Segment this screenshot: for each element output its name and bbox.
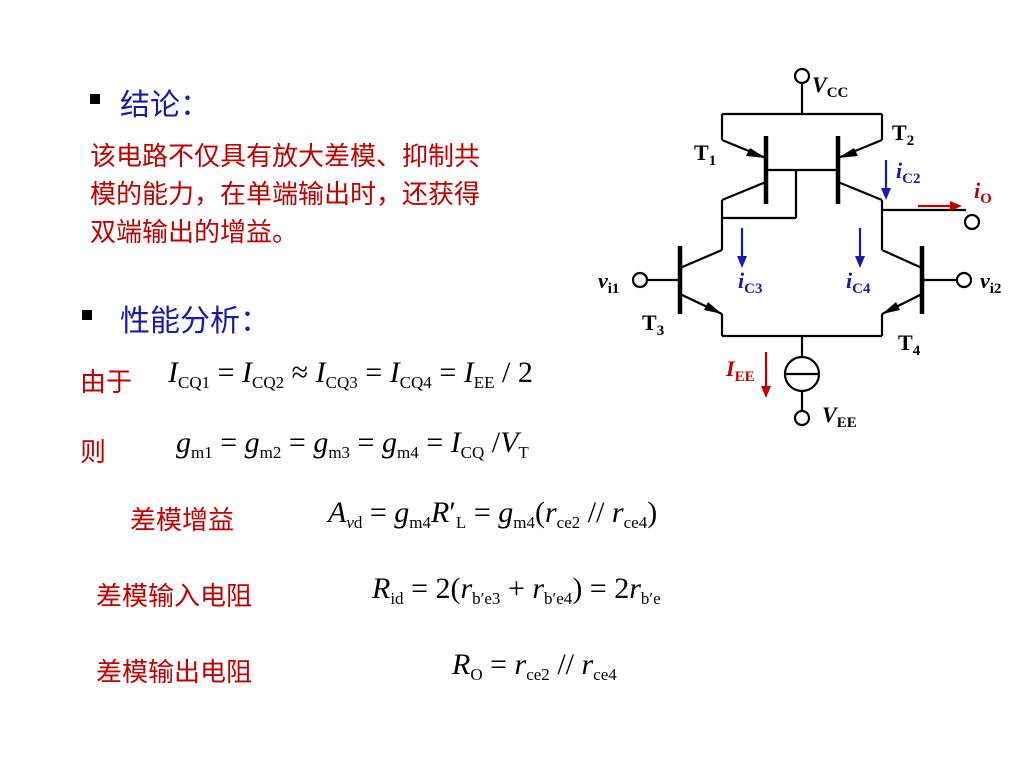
vcc-label: VCC: [812, 72, 848, 101]
ic4-arrow: [855, 256, 865, 268]
ic2-arrow: [881, 188, 891, 200]
equation-current-equality: ICQ1 = ICQ2 ≈ ICQ3 = ICQ4 = IEE / 2: [168, 356, 533, 392]
conclusion-heading: 结论：: [120, 88, 210, 123]
t4-emitter-arrow: [882, 302, 900, 314]
equation-diff-gain: Avd = gm4R′L = gm4(rce2 // rce4): [328, 496, 658, 532]
diff-output-resistance-label: 差模输出电阻: [96, 658, 253, 688]
vee-terminal: [793, 409, 811, 427]
iee-label: IEE: [725, 356, 755, 385]
ic3-label: iC3: [738, 268, 762, 297]
vee-label: VEE: [822, 402, 857, 431]
vi1-label: vi1: [598, 268, 619, 297]
t3-emitter-arrow: [704, 302, 722, 314]
conclusion-line-3: 双端输出的增益。: [90, 218, 299, 248]
t2-label: T2: [892, 120, 914, 149]
vcc-terminal: [793, 67, 811, 85]
t1-emitter-arrow: [746, 148, 766, 158]
io-label: iO: [974, 178, 992, 207]
diff-input-resistance-label: 差模输入电阻: [96, 582, 253, 612]
analysis-heading: 性能分析：: [120, 304, 270, 339]
t2-emitter-arrow: [838, 148, 858, 158]
ic3-arrow: [737, 256, 747, 268]
diff-gain-label: 差模增益: [130, 506, 235, 536]
bullet-conclusion: [90, 94, 100, 104]
ic2-label: iC2: [896, 158, 920, 187]
iee-arrow: [761, 386, 771, 398]
vi2-label: vi2: [980, 268, 1001, 297]
because-label: 由于: [80, 368, 133, 398]
io-arrow: [950, 201, 962, 211]
vi2-terminal: [955, 271, 973, 289]
output-terminal: [963, 213, 981, 231]
bullet-analysis: [82, 310, 92, 320]
t3-label: T3: [642, 310, 664, 339]
t4-label: T4: [898, 330, 921, 359]
t1-label: T1: [694, 140, 716, 169]
equation-diff-input-resistance: Rid = 2(rb′e3 + rb′e4) = 2rb′e: [372, 572, 661, 608]
ic4-label: iC4: [846, 268, 871, 297]
equation-diff-output-resistance: RO = rce2 // rce4: [452, 648, 617, 684]
conclusion-line-1: 该电路不仅具有放大差模、抑制共: [90, 142, 481, 172]
equation-transconductance: gm1 = gm2 = gm3 = gm4 = ICQ /VT: [176, 426, 529, 462]
conclusion-line-2: 模的能力，在单端输出时，还获得: [90, 180, 481, 210]
vi1-terminal: [631, 271, 649, 289]
conclusion-text: 该电路不仅具有放大差模、抑制共 模的能力，在单端输出时，还获得 双端输出的增益。: [90, 138, 610, 252]
then-label: 则: [80, 438, 107, 468]
